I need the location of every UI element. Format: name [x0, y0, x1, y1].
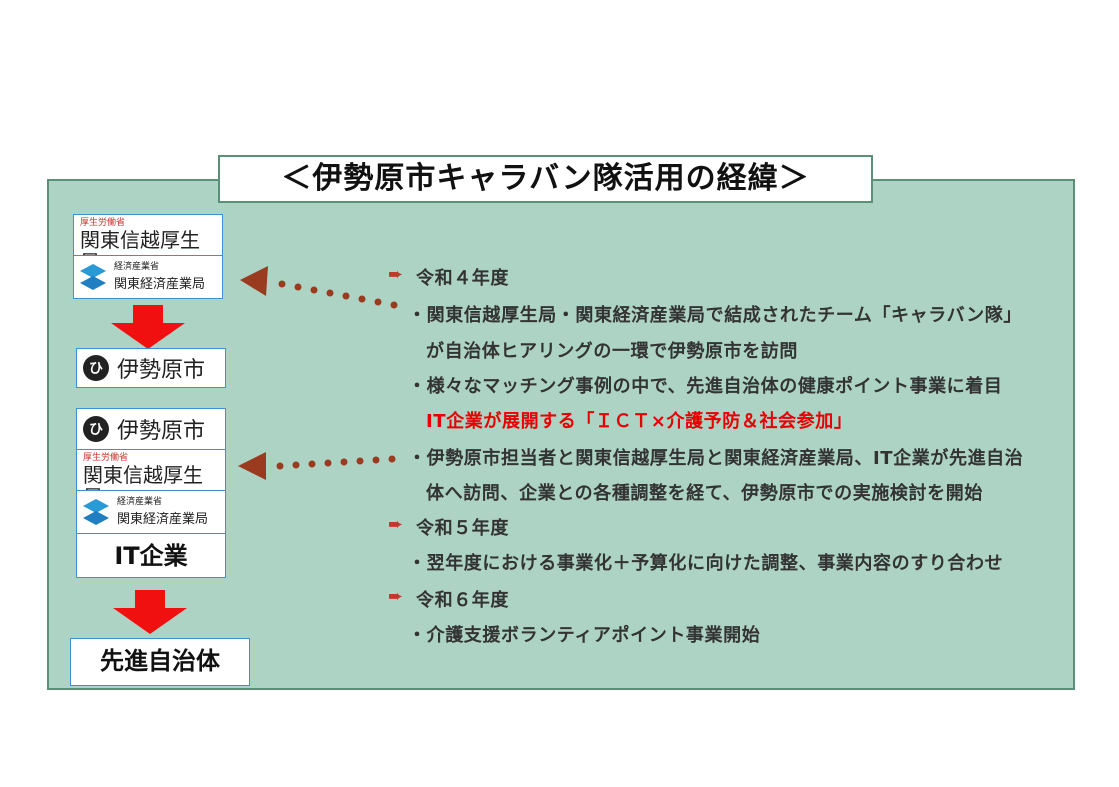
timeline-cont: 体へ訪問、企業との各種調整を経て、伊勢原市での実施検討を開始	[426, 483, 983, 504]
mhlw-logo-box: 厚生労働省 関東信越厚生局	[73, 214, 223, 273]
meti-bureau: 関東経済産業局	[117, 512, 209, 527]
advanced-municipality-box: 先進自治体	[70, 638, 250, 686]
year-heading-r4: 令和４年度	[416, 268, 509, 289]
meti-logo-box: 経済産業省 関東経済産業局	[73, 255, 223, 299]
page-title: ＜伊勢原市キャラバン隊活用の経緯＞	[218, 155, 873, 203]
timeline-bullet: ・翌年度における事業化＋予算化に向けた調整、事業内容のすり合わせ	[408, 553, 1004, 574]
meti-logo-icon	[83, 499, 109, 525]
mhlw-logo-box-2: 厚生労働省 関東信越厚生局	[76, 449, 226, 508]
meti-ministry: 経済産業省	[117, 497, 163, 507]
down-arrow-icon	[111, 305, 185, 349]
year-heading-r5: 令和５年度	[416, 518, 509, 539]
heading-marker-icon: ➨	[388, 264, 404, 285]
dotted-arrow-2	[238, 452, 396, 480]
city-emblem-icon: ひ	[83, 416, 109, 442]
timeline-bullet: ・介護支援ボランティアポイント事業開始	[408, 625, 761, 646]
meti-logo-box-2: 経済産業省 関東経済産業局	[76, 490, 226, 534]
city-emblem-icon: ひ	[83, 355, 109, 381]
mhlw-ministry: 厚生労働省	[80, 218, 126, 228]
dotted-arrow-1	[240, 266, 398, 309]
isehara-city-box: ひ 伊勢原市	[76, 348, 226, 388]
down-arrow-icon	[113, 590, 187, 634]
city-name: 伊勢原市	[117, 358, 206, 383]
timeline-highlight: IT企業が展開する「ＩＣＴ×介護予防＆社会参加」	[426, 411, 853, 432]
it-company-label: IT企業	[114, 542, 188, 570]
timeline-bullet: ・様々なマッチング事例の中で、先進自治体の健康ポイント事業に着目	[408, 376, 1003, 397]
year-heading-r6: 令和６年度	[416, 590, 509, 611]
heading-marker-icon: ➨	[388, 586, 404, 607]
meti-bureau: 関東経済産業局	[114, 277, 206, 292]
meti-ministry: 経済産業省	[114, 262, 160, 272]
timeline-bullet: ・伊勢原市担当者と関東信越厚生局と関東経済産業局、IT企業が先進自治	[408, 448, 1024, 469]
meti-logo-icon	[80, 264, 106, 290]
heading-marker-icon: ➨	[388, 514, 404, 535]
city-name: 伊勢原市	[117, 419, 206, 444]
timeline-bullet: ・関東信越厚生局・関東経済産業局で結成されたチーム「キャラバン隊」	[408, 305, 1022, 326]
mhlw-ministry: 厚生労働省	[83, 453, 129, 463]
isehara-city-box-2: ひ 伊勢原市	[76, 408, 226, 450]
timeline-cont: が自治体ヒアリングの一環で伊勢原市を訪問	[426, 341, 798, 362]
